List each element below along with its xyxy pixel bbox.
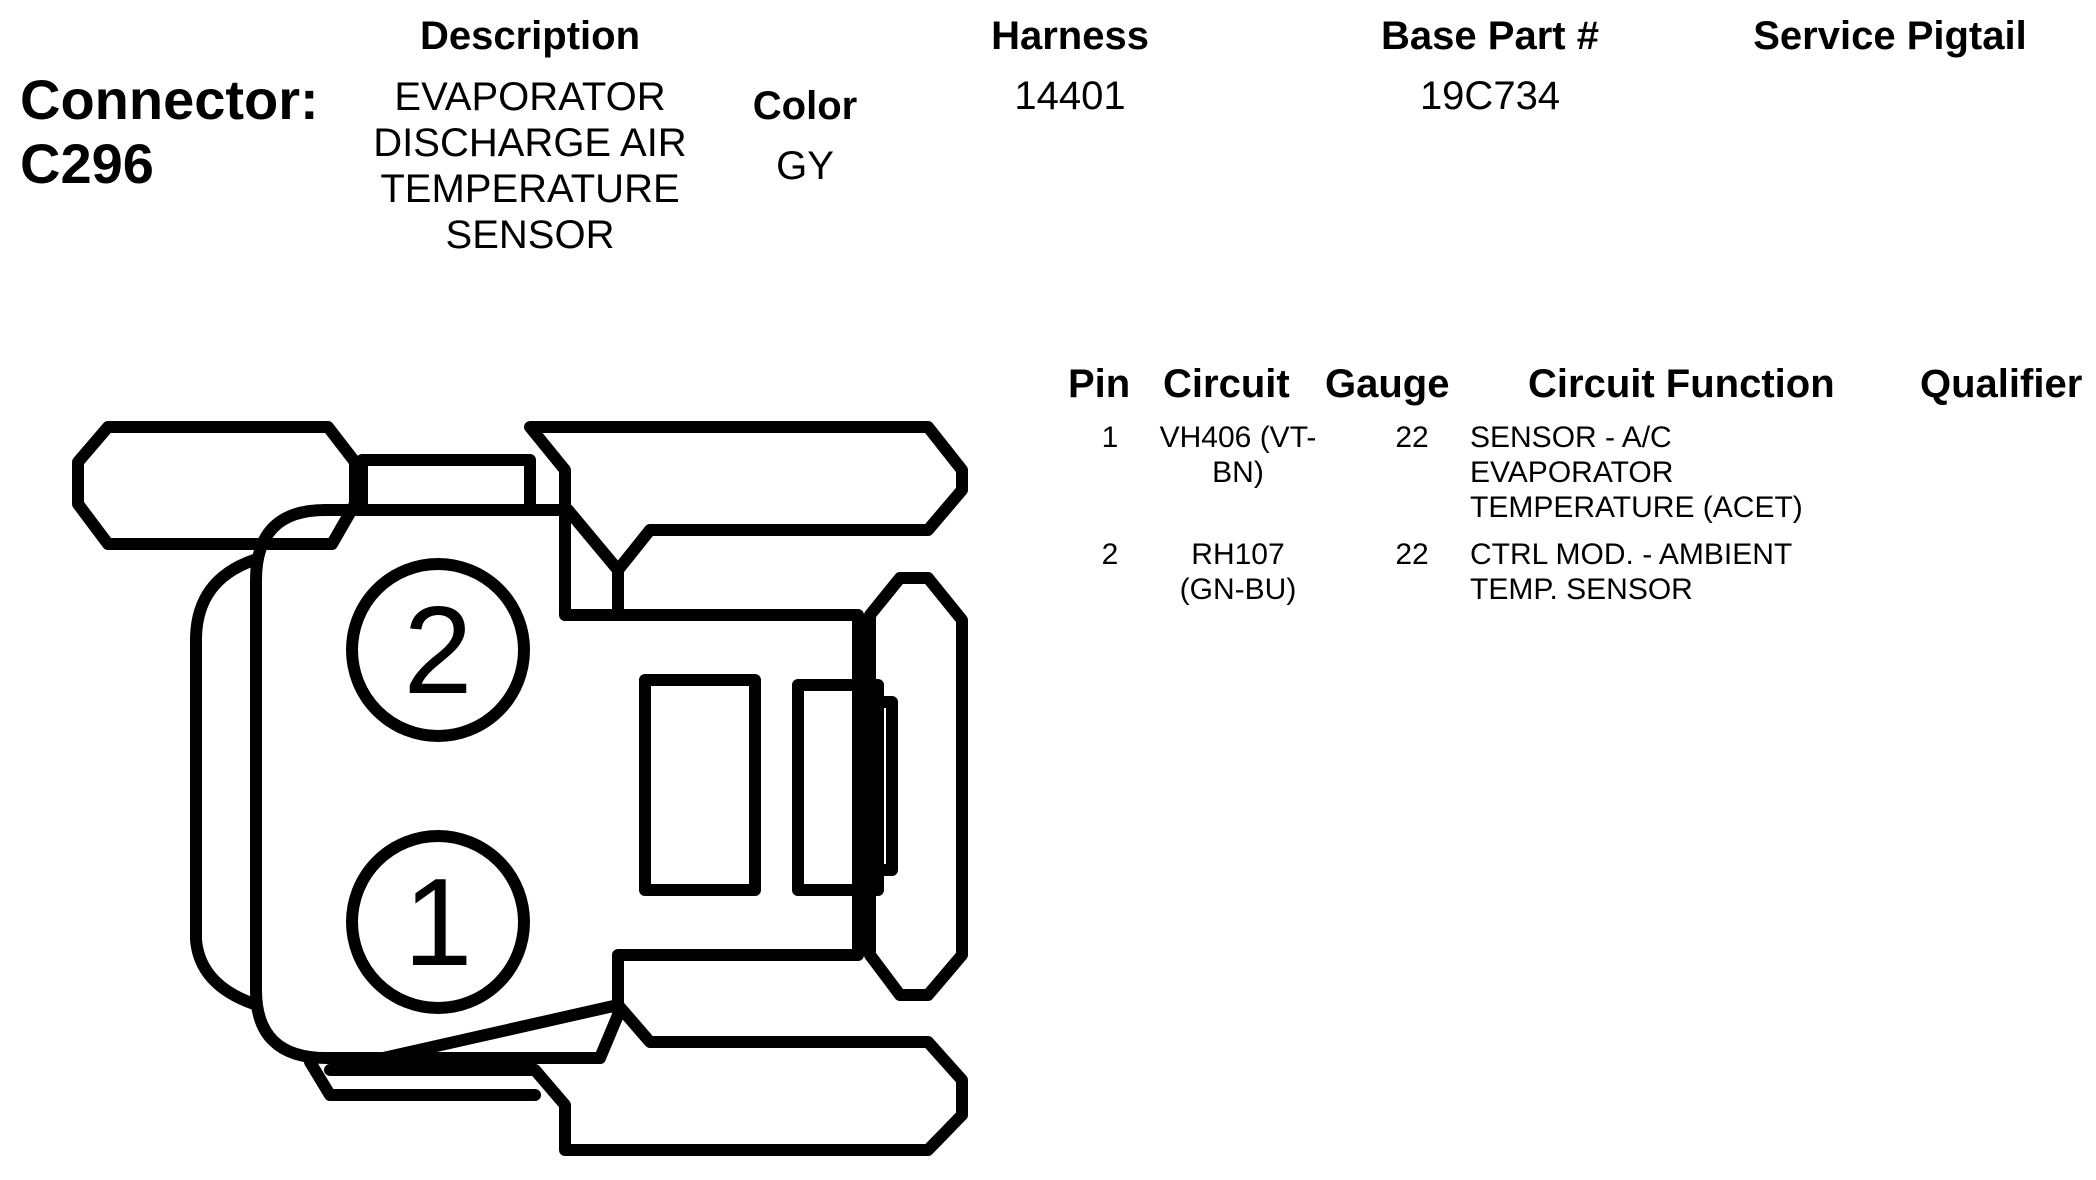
description-header: Description xyxy=(419,14,641,58)
base-part-value: 19C734 xyxy=(1419,74,1561,118)
gauge-column-header: Gauge xyxy=(1325,362,1450,406)
color-value: GY xyxy=(776,144,834,188)
harness-value: 14401 xyxy=(1014,74,1126,118)
connector-title: Connector: C296 xyxy=(20,68,319,196)
pin-cell: 1 xyxy=(1101,421,1119,454)
circuit-cell: RH107 (GN-BU) xyxy=(1179,538,1297,606)
latch-tab-bottom-inner xyxy=(304,1056,541,1101)
guide-rail-left xyxy=(190,554,260,1010)
key-slot-left xyxy=(639,674,761,896)
latch-bridge-top xyxy=(356,454,536,516)
pin-cavity-1 xyxy=(346,830,530,1014)
circuit-column-header: Circuit xyxy=(1163,362,1290,406)
circuit-function-cell: SENSOR - A/C EVAPORATOR TEMPERATURE (ACE… xyxy=(1470,421,1803,524)
circuit-cell: VH406 (VT- BN) xyxy=(1159,421,1317,489)
gauge-cell: 22 xyxy=(1395,421,1429,454)
gauge-cell: 22 xyxy=(1395,538,1429,571)
key-slot-right xyxy=(792,679,884,896)
color-header: Color xyxy=(752,84,858,128)
harness-header: Harness xyxy=(991,14,1149,58)
service-pigtail-header: Service Pigtail xyxy=(1753,14,2027,58)
key-slot-notch xyxy=(862,696,898,876)
latch-tab-top-left xyxy=(72,421,361,550)
latch-tab-top-right xyxy=(524,421,968,621)
table-row: 1 VH406 (VT- BN) 22 SENSOR - A/C EVAPORA… xyxy=(1060,420,2090,530)
description-value: EVAPORATOR DISCHARGE AIR TEMPERATURE SEN… xyxy=(373,75,687,257)
pin-label-2: 2 xyxy=(404,582,473,720)
latch-tab-bottom xyxy=(324,999,968,1156)
pin-cell: 2 xyxy=(1101,538,1119,571)
circuit-function-column-header: Circuit Function xyxy=(1528,362,1835,406)
latch-tab-right xyxy=(864,572,968,1001)
pin-label-1: 1 xyxy=(404,854,473,992)
connector-id: C296 xyxy=(20,132,154,195)
base-part-header: Base Part # xyxy=(1381,14,1599,58)
circuit-function-cell: CTRL MOD. - AMBIENT TEMP. SENSOR xyxy=(1470,538,1793,606)
connector-label: Connector: xyxy=(20,68,319,131)
pin-column-header: Pin xyxy=(1068,362,1131,406)
pin-cavity-2 xyxy=(346,558,530,742)
table-row: 2 RH107 (GN-BU) 22 CTRL MOD. - AMBIENT T… xyxy=(1060,537,2090,617)
connector-housing xyxy=(250,504,864,1064)
qualifier-column-header: Qualifier xyxy=(1920,362,2083,406)
